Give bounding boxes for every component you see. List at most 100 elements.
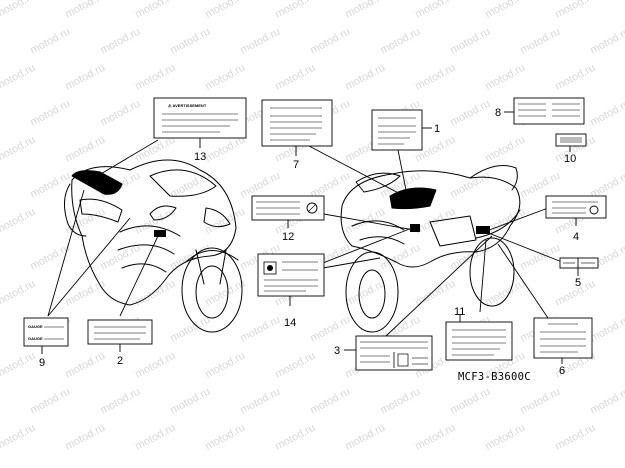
watermark-text: motod.ru (0, 206, 37, 237)
label-13-warning: ⚠ AVERTISSEMENT (153, 97, 247, 139)
callout-13: 13 (194, 151, 206, 163)
watermark-text: motod.ru (518, 242, 562, 273)
callout-14: 14 (284, 317, 296, 329)
watermark-text: motod.ru (273, 62, 317, 93)
watermark-text: motod.ru (98, 26, 142, 57)
callout-9: 9 (39, 357, 45, 369)
watermark-text: motod.ru (343, 0, 387, 21)
callout-10: 10 (564, 153, 576, 165)
watermark-text: motod.ru (133, 62, 177, 93)
label-6 (533, 317, 593, 359)
watermark-text: motod.ru (168, 386, 212, 417)
watermark-text: motod.ru (308, 314, 352, 345)
callout-11: 11 (454, 306, 465, 318)
watermark-text: motod.ru (273, 350, 317, 381)
watermark-text: motod.ru (168, 26, 212, 57)
watermark-text: motod.ru (133, 0, 177, 21)
motorcycle-left-view (64, 159, 243, 333)
watermark-text: motod.ru (63, 0, 107, 21)
watermark-text: motod.ru (133, 278, 177, 309)
callout-6: 6 (559, 365, 565, 377)
watermark-text: motod.ru (343, 278, 387, 309)
watermark-text: motod.ru (483, 278, 527, 309)
watermark-text: motod.ru (483, 62, 527, 93)
label-4 (545, 195, 607, 219)
callout-8: 8 (495, 107, 501, 119)
watermark-text: motod.ru (308, 26, 352, 57)
watermark-text: motod.ru (63, 134, 107, 165)
label-5 (559, 257, 599, 269)
callout-3: 3 (334, 345, 340, 357)
watermark-text: motod.ru (203, 62, 247, 93)
watermark-text: motod.ru (553, 0, 597, 21)
label-1 (371, 109, 423, 151)
watermark-text: motod.ru (0, 422, 37, 453)
watermark-text: motod.ru (63, 278, 107, 309)
warning-label-header: ⚠ AVERTISSEMENT (168, 103, 207, 108)
watermark-text: motod.ru (588, 386, 625, 417)
watermark-text: motod.ru (518, 26, 562, 57)
label-12 (251, 195, 325, 221)
watermark-text: motod.ru (238, 26, 282, 57)
watermark-text: motod.ru (0, 350, 37, 381)
watermark-text: motod.ru (63, 350, 107, 381)
watermark-text: motod.ru (28, 98, 72, 129)
callout-2: 2 (117, 355, 123, 367)
label-9: GAUGE GAUGE (23, 317, 69, 347)
callout-5: 5 (575, 277, 581, 289)
watermark-text: motod.ru (623, 0, 625, 21)
watermark-text: motod.ru (63, 62, 107, 93)
watermark-text: motod.ru (378, 26, 422, 57)
watermark-text: motod.ru (448, 98, 492, 129)
watermark-text: motod.ru (413, 62, 457, 93)
watermark-text: motod.ru (588, 98, 625, 129)
watermark-text: motod.ru (273, 422, 317, 453)
watermark-text: motod.ru (28, 386, 72, 417)
callout-numbers: 1 2 3 4 5 6 7 8 9 10 11 12 13 14 (39, 107, 581, 377)
watermark-text: motod.ru (98, 98, 142, 129)
watermark-text: motod.ru (343, 422, 387, 453)
label-8 (513, 97, 585, 125)
watermark-text: motod.ru (63, 206, 107, 237)
label-3 (355, 335, 433, 371)
watermark-text: motod.ru (28, 242, 72, 273)
watermark-text: motod.ru (98, 386, 142, 417)
watermark-text: motod.ru (0, 62, 37, 93)
watermark-text: motod.ru (378, 386, 422, 417)
watermark-text: motod.ru (483, 0, 527, 21)
watermark-layer: motod.ru motod.ru motod.ru motod.ru motod.ru… (0, 0, 625, 453)
label-11 (445, 321, 513, 361)
watermark-text: motod.ru (98, 242, 142, 273)
label-10 (555, 133, 587, 147)
watermark-text: motod.ru (63, 422, 107, 453)
motorcycle-right-view (340, 165, 521, 333)
watermark-text: motod.ru (238, 314, 282, 345)
label-2 (87, 319, 153, 345)
label9-line2: GAUGE (28, 336, 43, 341)
watermark-text: motod.ru (28, 26, 72, 57)
watermark-text: motod.ru (588, 314, 625, 345)
watermark-text: motod.ru (0, 278, 37, 309)
watermark-text: motod.ru (133, 422, 177, 453)
watermark-text: motod.ru (343, 62, 387, 93)
watermark-text: motod.ru (203, 0, 247, 21)
callout-7: 7 (293, 159, 299, 171)
callout-1: 1 (434, 123, 440, 135)
watermark-text: motod.ru (308, 386, 352, 417)
watermark-text: motod.ru (553, 422, 597, 453)
callout-4: 4 (573, 231, 579, 243)
callout-12: 12 (282, 231, 294, 243)
part-code: MCF3-B3600C (458, 371, 531, 383)
watermark-text: motod.ru (238, 386, 282, 417)
label9-line1: GAUGE (28, 324, 43, 329)
watermark-text: motod.ru (133, 350, 177, 381)
watermark-text: motod.ru (448, 386, 492, 417)
watermark-text: motod.ru (203, 206, 247, 237)
watermark-text: motod.ru (0, 0, 37, 21)
watermark-text: motod.ru (203, 350, 247, 381)
watermark-text: motod.ru (448, 26, 492, 57)
watermark-text: motod.ru (588, 26, 625, 57)
watermark-text: motod.ru (553, 62, 597, 93)
watermark-text: motod.ru (483, 134, 527, 165)
